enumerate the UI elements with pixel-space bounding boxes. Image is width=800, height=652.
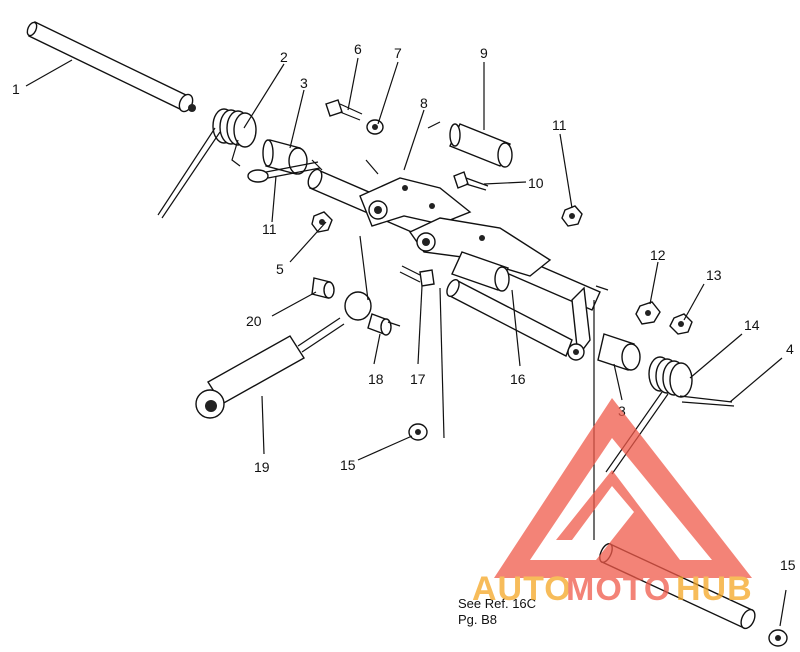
reference-note: See Ref. 16C Pg. B8 xyxy=(458,596,536,627)
part-15-washer-center xyxy=(408,423,428,441)
automotohub-watermark: AUTO MOTO HUB xyxy=(472,398,753,608)
part-8-bracket xyxy=(359,177,472,227)
callout-4-right: 4 xyxy=(786,341,794,357)
callout-8: 8 xyxy=(420,95,428,111)
part-6-bolt xyxy=(325,99,363,121)
watermark-hub: HUB xyxy=(676,570,753,608)
callout-19: 19 xyxy=(254,459,270,475)
leader-lines xyxy=(25,57,787,627)
watermark-triangle xyxy=(494,398,752,578)
part-3-bushing-right xyxy=(597,333,641,371)
part-16-lower-tube xyxy=(446,278,591,361)
callout-labels: 1 2 3 11 5 6 7 8 9 10 11 12 13 14 4 3 15… xyxy=(12,41,796,573)
callout-2: 2 xyxy=(280,49,288,65)
part-20-bushing xyxy=(311,277,335,299)
callout-11: 11 xyxy=(552,117,567,133)
part-2-spring xyxy=(157,108,257,219)
callout-15-right: 15 xyxy=(780,557,796,573)
callout-7: 7 xyxy=(394,45,402,61)
part-13-nut xyxy=(669,313,693,335)
part-1-rod xyxy=(26,21,196,113)
callout-3: 3 xyxy=(300,75,308,91)
callout-15-center: 15 xyxy=(340,457,356,473)
part-10-bolt xyxy=(453,171,489,191)
part-4-eyebolt-left xyxy=(247,159,323,183)
part-12-nut xyxy=(635,301,661,325)
part-7-washer xyxy=(366,119,384,135)
part-9-roller xyxy=(449,123,513,168)
part-3-bushing-left xyxy=(262,139,308,175)
reference-note-line2: Pg. B8 xyxy=(458,612,497,627)
part-11-nut xyxy=(561,205,583,227)
part-5-nut xyxy=(311,211,333,233)
callout-10: 10 xyxy=(528,175,544,191)
callout-1: 1 xyxy=(12,81,20,97)
callout-12: 12 xyxy=(650,247,666,263)
callout-17: 17 xyxy=(410,371,426,387)
callout-18: 18 xyxy=(368,371,384,387)
part-19-shock xyxy=(195,291,372,419)
callout-6: 6 xyxy=(354,41,362,57)
callout-9: 9 xyxy=(480,45,488,61)
part-17-bolt xyxy=(399,265,435,287)
callout-4: 11 xyxy=(262,221,277,237)
callout-16: 16 xyxy=(510,371,526,387)
callout-14: 14 xyxy=(744,317,760,333)
callout-20: 20 xyxy=(246,313,262,329)
part-18-bushing xyxy=(367,313,401,336)
center-bracket xyxy=(408,217,552,292)
callout-5: 5 xyxy=(276,261,284,277)
watermark-auto: AUTO xyxy=(472,570,572,608)
watermark-moto: MOTO xyxy=(566,570,671,608)
part-15-washer-right xyxy=(768,629,788,647)
callout-13: 13 xyxy=(706,267,722,283)
reference-note-line1: See Ref. 16C xyxy=(458,596,536,611)
